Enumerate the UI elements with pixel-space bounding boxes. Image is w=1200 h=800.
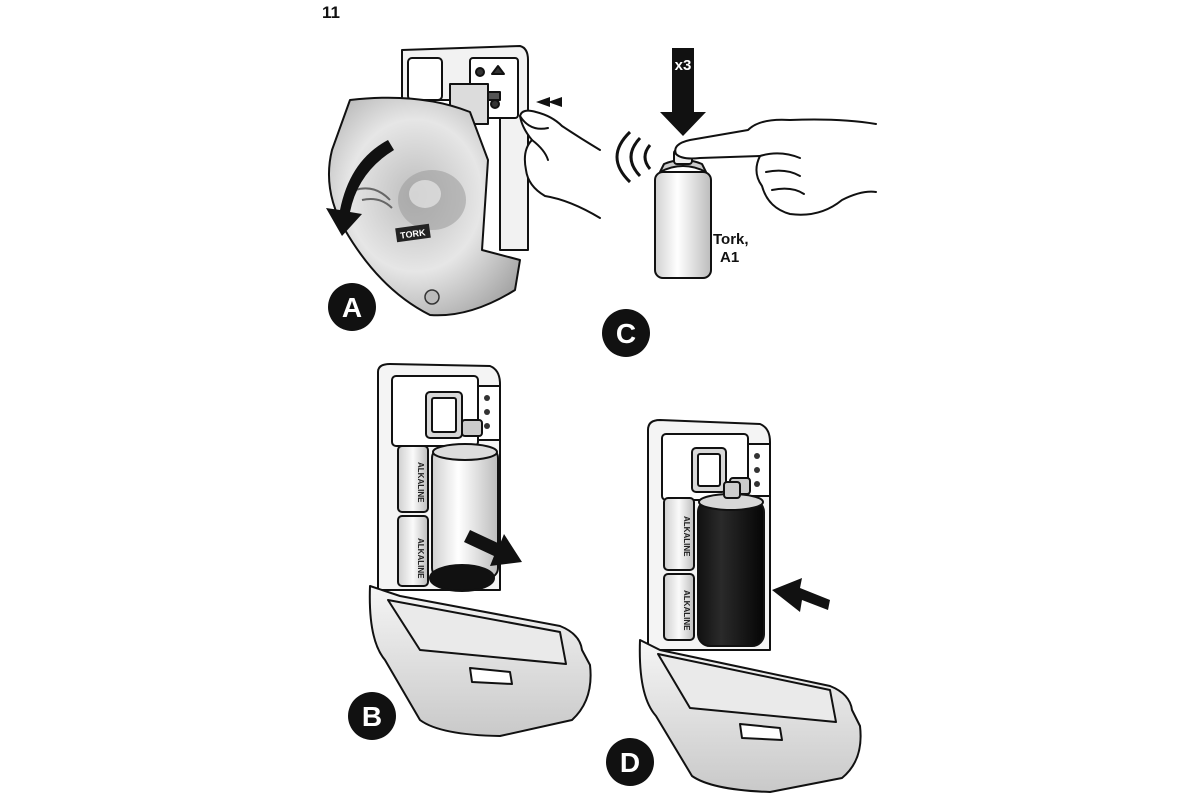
refill-can [654, 149, 712, 279]
panel-a-open-cover: TORK [326, 45, 601, 317]
svg-text:B: B [362, 701, 382, 732]
new-refill-can [697, 481, 765, 647]
hand-pressing-nozzle [674, 118, 877, 216]
step-badge-c: C [602, 309, 650, 357]
hand-pressing-latch [519, 109, 601, 219]
refill-type-label-line1: Tork, [713, 231, 749, 248]
svg-text:ALKALINE: ALKALINE [416, 462, 425, 503]
push-latch-arrow-icon [536, 97, 562, 107]
batteries: ALKALINE ALKALINE [397, 445, 429, 587]
svg-text:A: A [342, 292, 362, 323]
page-number: 11 [322, 3, 340, 22]
insert-refill-arrow-icon [772, 578, 830, 612]
step-badge-a: A [328, 283, 376, 331]
refill-type-label-line2: A1 [720, 249, 739, 266]
spray-sound-icon [615, 130, 652, 184]
svg-text:D: D [620, 747, 640, 778]
panel-c-test-refill: x3 Tork, A1 [615, 48, 877, 279]
press-down-arrow-icon [660, 48, 706, 136]
step-badge-b: B [348, 692, 396, 740]
brand-logo: TORK [395, 223, 431, 243]
press-count-label: x3 [675, 57, 692, 74]
panel-b-remove-empty-refill: ALKALINE ALKALINE [368, 363, 592, 737]
svg-text:ALKALINE: ALKALINE [416, 538, 425, 579]
svg-text:ALKALINE: ALKALINE [682, 590, 691, 631]
svg-text:TORK: TORK [400, 227, 427, 240]
swing-down-arrow-icon [326, 140, 394, 236]
remove-refill-arrow-icon [464, 530, 522, 566]
step-badge-d: D [606, 738, 654, 786]
svg-text:C: C [616, 318, 636, 349]
svg-text:ALKALINE: ALKALINE [682, 516, 691, 557]
empty-refill-can [429, 443, 499, 592]
batteries-d: ALKALINE ALKALINE [663, 497, 695, 641]
panel-d-insert-new-refill: ALKALINE ALKALINE [638, 419, 862, 793]
